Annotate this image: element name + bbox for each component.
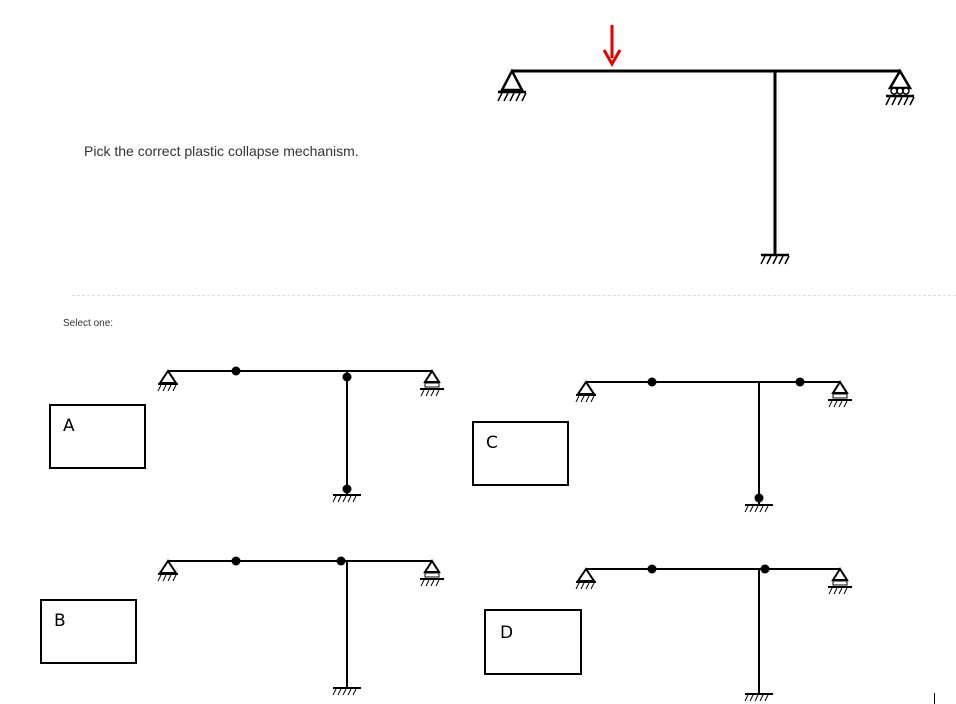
option-d-diagram[interactable] [568, 559, 868, 704]
main-frame-diagram [496, 25, 916, 266]
plastic-hinge [760, 564, 770, 574]
plastic-hinge [647, 377, 657, 387]
text-cursor-icon [934, 693, 935, 704]
option-c-box[interactable]: C [472, 421, 569, 486]
option-c-label: C [486, 433, 498, 453]
divider [72, 295, 956, 296]
plastic-hinge [231, 556, 241, 566]
option-c-diagram[interactable] [568, 372, 868, 522]
fixed-support-icon [759, 253, 791, 266]
plastic-hinge [647, 564, 657, 574]
select-one-label: Select one: [63, 318, 114, 329]
pin-support-icon [496, 68, 528, 103]
plastic-hinge [342, 484, 352, 494]
roller-support-icon [884, 68, 916, 107]
option-d-box[interactable]: D [484, 609, 582, 675]
plastic-hinge [231, 366, 241, 376]
option-b-label: B [54, 611, 66, 631]
option-b-box[interactable]: B [40, 599, 137, 664]
option-b-diagram[interactable] [150, 551, 450, 701]
option-a-diagram[interactable] [150, 360, 450, 510]
question-prompt: Pick the correct plastic collapse mechan… [84, 143, 359, 159]
plastic-hinge [336, 556, 346, 566]
option-a-label: A [63, 416, 75, 436]
plastic-hinge [754, 493, 764, 503]
option-a-box[interactable]: A [49, 404, 146, 469]
plastic-hinge [342, 372, 352, 382]
plastic-hinge [795, 377, 805, 387]
option-d-label: D [500, 623, 514, 643]
point-load-arrow [602, 25, 622, 68]
